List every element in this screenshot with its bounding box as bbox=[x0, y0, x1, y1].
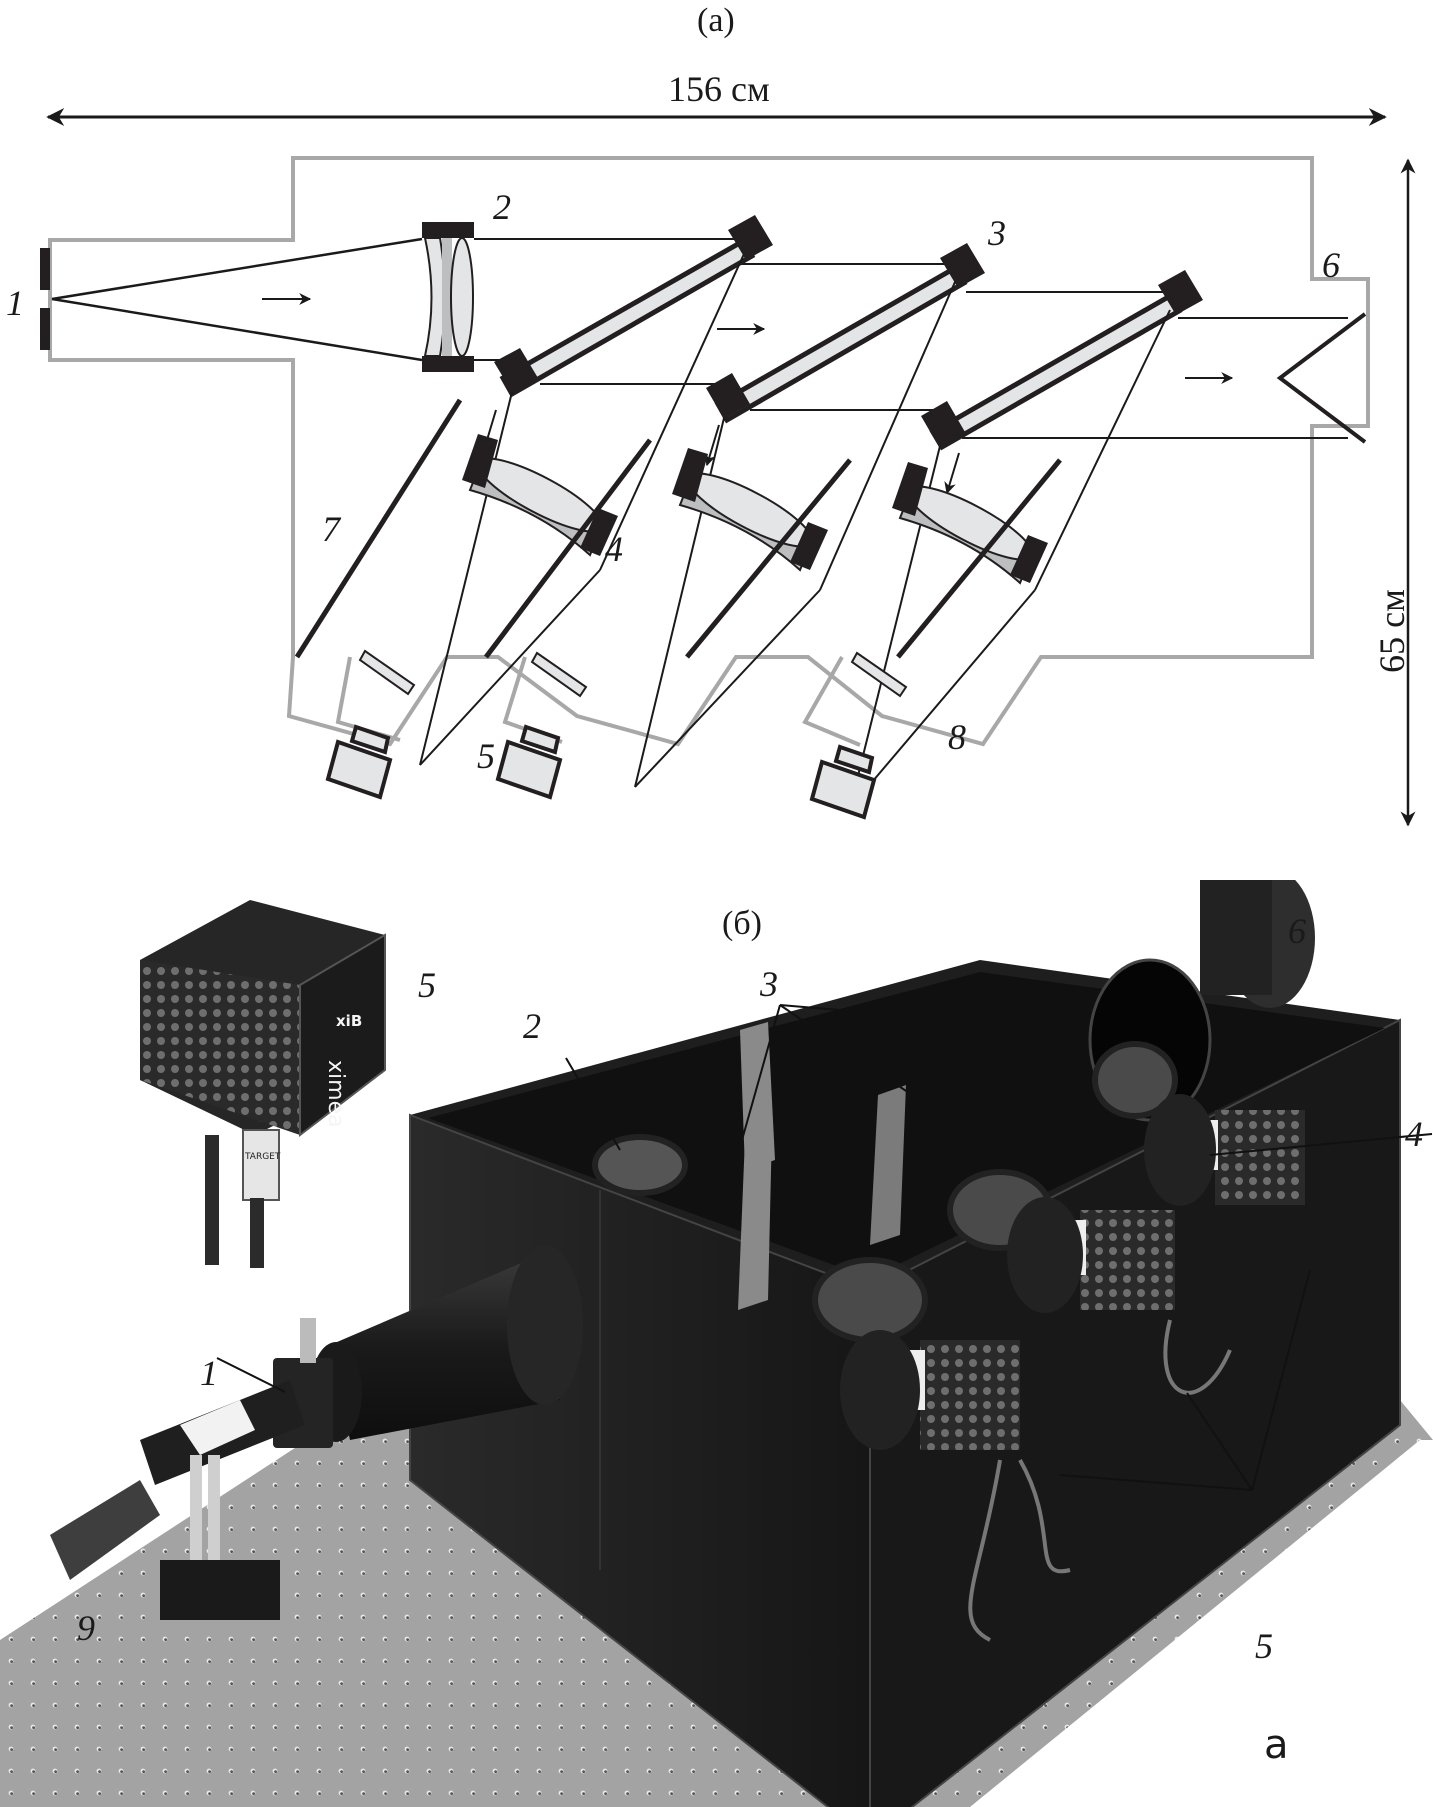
optical-schematic bbox=[40, 108, 1416, 827]
internal-lens-4 bbox=[1092, 1041, 1178, 1119]
internal-lens-2 bbox=[812, 1257, 928, 1343]
callout-a-5: 5 bbox=[477, 736, 495, 776]
objective-lens-2 bbox=[672, 448, 828, 572]
corner-letter: a bbox=[1264, 1722, 1289, 1768]
callout-a-4: 4 bbox=[605, 529, 623, 569]
callout-leaders bbox=[216, 1004, 1433, 1491]
entrance-slit-lower bbox=[40, 308, 50, 350]
light-trap bbox=[1276, 312, 1367, 444]
callout-b-5-cameras: 5 bbox=[1255, 1626, 1273, 1666]
callout-b-5-inset: 5 bbox=[418, 965, 436, 1005]
filter-2 bbox=[530, 651, 588, 698]
filter-3 bbox=[850, 651, 908, 698]
housing-outline bbox=[48, 156, 1370, 747]
panel-a-label: (a) bbox=[697, 2, 735, 39]
camera-model-text: xiB bbox=[336, 1012, 363, 1030]
beamsplitter-3 bbox=[921, 270, 1203, 451]
width-dimension-label: 156 см bbox=[668, 69, 770, 109]
callout-a-7: 7 bbox=[322, 509, 340, 549]
beam-arrow-5 bbox=[704, 424, 720, 467]
objective-lens-1 bbox=[462, 434, 618, 557]
internal-lens-1 bbox=[592, 1134, 688, 1196]
camera-tag-text: TARGET bbox=[245, 1152, 281, 1162]
camera-1 bbox=[325, 724, 393, 800]
callout-a-1: 1 bbox=[6, 283, 24, 323]
entrance-slit-upper bbox=[40, 248, 50, 290]
callout-b-3: 3 bbox=[760, 964, 778, 1004]
beamsplitter-photo-2 bbox=[870, 1085, 906, 1245]
beam-arrow-6 bbox=[944, 452, 960, 495]
beamsplitter-2 bbox=[706, 243, 985, 424]
callout-b-6: 6 bbox=[1288, 911, 1306, 951]
filter-1 bbox=[358, 649, 416, 696]
camera-enclosure-3 bbox=[802, 656, 861, 747]
camera-photo-front bbox=[840, 1330, 1020, 1450]
camera-photo-rear bbox=[1144, 1094, 1305, 1206]
instrument-photograph bbox=[0, 880, 1433, 1807]
beamsplitter-1 bbox=[494, 215, 773, 398]
camera-3 bbox=[809, 744, 877, 820]
callout-a-8: 8 bbox=[948, 717, 966, 757]
collimator-lens bbox=[422, 222, 474, 372]
callout-b-2: 2 bbox=[523, 1006, 541, 1046]
callout-a-3: 3 bbox=[988, 213, 1006, 253]
camera-brand-text: ximea bbox=[323, 1060, 348, 1128]
panel-b-label: (б) bbox=[722, 905, 762, 942]
camera-2 bbox=[495, 724, 563, 800]
baffles bbox=[294, 398, 1062, 659]
callout-b-1: 1 bbox=[200, 1353, 218, 1393]
callout-a-2: 2 bbox=[493, 187, 511, 227]
callout-b-9: 9 bbox=[77, 1608, 95, 1648]
inset-camera-photo bbox=[140, 900, 386, 1268]
camera-photo-middle bbox=[1007, 1197, 1175, 1313]
callout-a-6: 6 bbox=[1322, 245, 1340, 285]
callout-b-4: 4 bbox=[1405, 1114, 1423, 1154]
fiber-holder-photo bbox=[50, 1380, 305, 1620]
objective-lens-3 bbox=[892, 462, 1048, 585]
beamsplitter-photo-3 bbox=[738, 1128, 772, 1310]
